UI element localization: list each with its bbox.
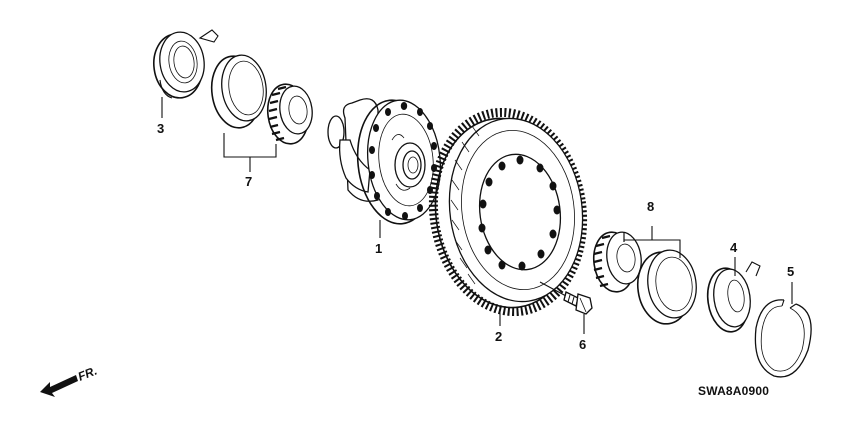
part-1-differential-carrier (327, 98, 441, 225)
callout-6: 6 (579, 337, 586, 352)
callout-8: 8 (647, 199, 654, 214)
callout-7: 7 (245, 174, 252, 189)
part-5-snap-ring (754, 299, 812, 378)
part-4-shim (706, 261, 761, 333)
part-6-bolt (539, 281, 593, 315)
diagram-code: SWA8A0900 (698, 384, 769, 398)
callout-4: 4 (730, 240, 738, 255)
callout-1: 1 (375, 241, 382, 256)
callout-2: 2 (495, 329, 502, 344)
part-2-final-driven-gear (428, 107, 588, 317)
part-8-bearing-set (592, 231, 697, 325)
front-direction-arrow-icon: FR. (40, 364, 99, 397)
direction-label: FR. (76, 364, 99, 384)
callout-5: 5 (787, 264, 794, 279)
callout-3: 3 (157, 121, 164, 136)
part-7-bearing-set (210, 54, 313, 145)
part-3-oil-seal (153, 29, 219, 99)
